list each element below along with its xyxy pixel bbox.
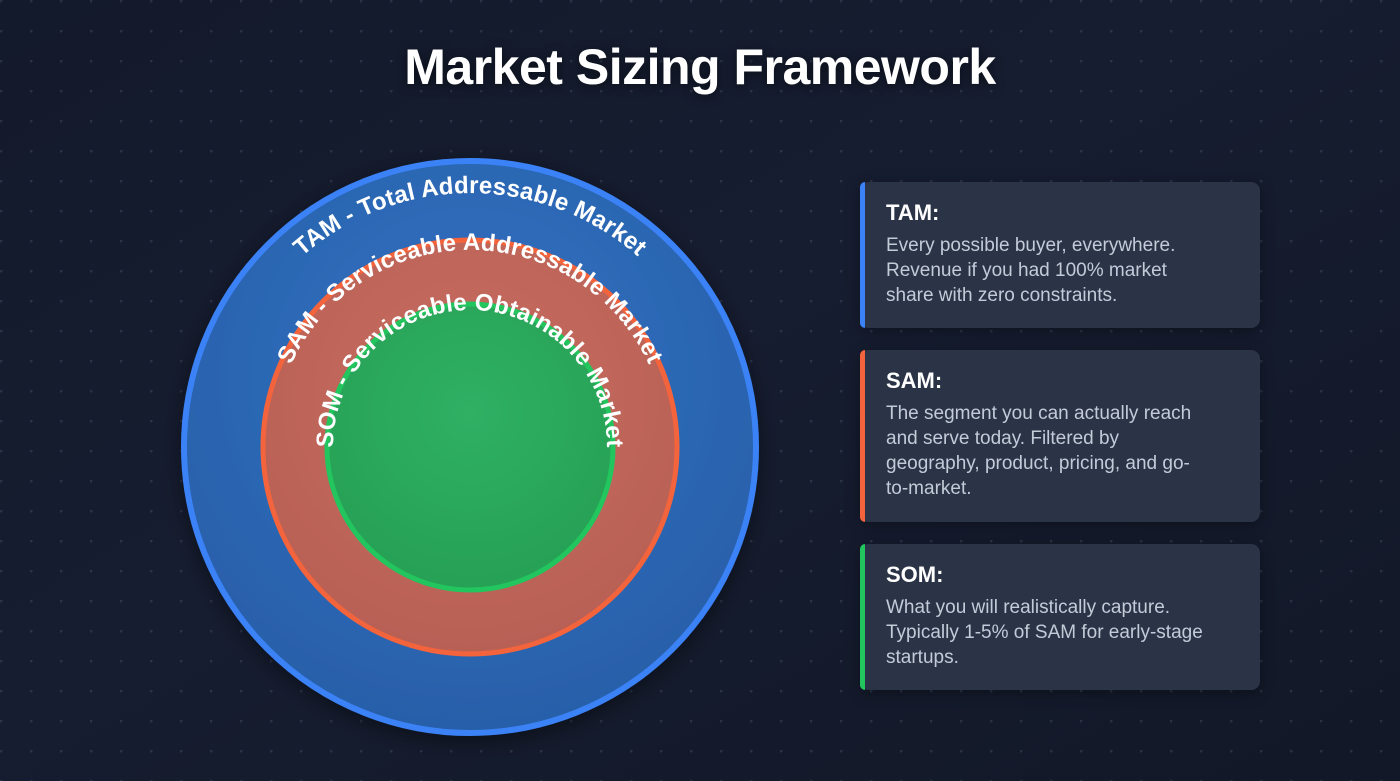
- card-sam-accent-bar: [860, 350, 865, 522]
- market-sizing-diagram: TAM - Total Addressable Market SAM - Ser…: [178, 155, 762, 739]
- card-som[interactable]: SOM: What you will realistically capture…: [860, 543, 1260, 690]
- card-som-body: What you will realistically capture. Typ…: [886, 596, 1203, 668]
- card-tam-body: Every possible buyer, everywhere. Revenu…: [886, 235, 1176, 307]
- card-som-accent-bar: [860, 543, 865, 690]
- card-tam-title: TAM:: [886, 200, 940, 225]
- page-title: Market Sizing Framework: [404, 39, 996, 95]
- card-sam-body: The segment you can actually reach and s…: [886, 403, 1192, 500]
- som-circle[interactable]: [324, 301, 616, 593]
- definition-cards: TAM: Every possible buyer, everywhere. R…: [860, 182, 1260, 712]
- card-sam[interactable]: SAM: The segment you can actually reach …: [860, 350, 1260, 522]
- card-sam-title: SAM:: [886, 368, 943, 394]
- card-tam-accent-bar: [860, 182, 865, 329]
- card-som-title: SOM:: [886, 561, 944, 587]
- card-tam[interactable]: TAM: Every possible buyer, everywhere. R…: [860, 182, 1260, 329]
